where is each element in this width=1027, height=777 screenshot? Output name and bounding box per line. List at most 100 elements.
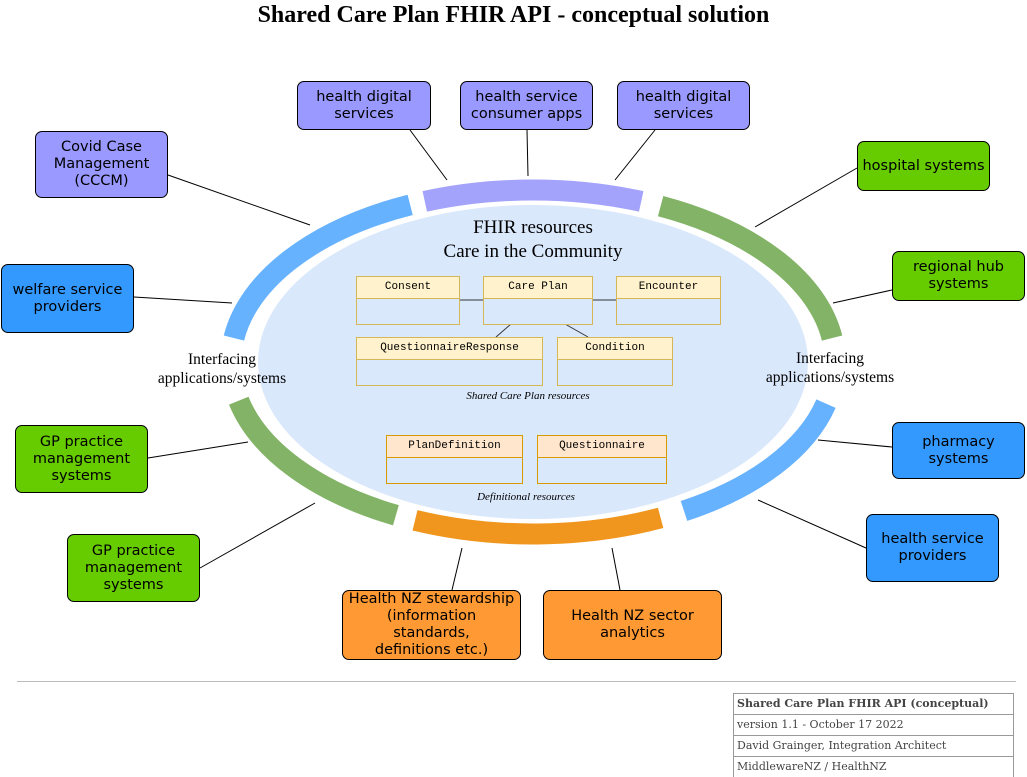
connector-line	[451, 547, 463, 591]
resource-name: Consent	[357, 277, 459, 299]
system-label-line: regional hub	[913, 259, 1004, 275]
interfacing-right-line1: Interfacing	[796, 350, 864, 367]
system-label-line: analytics	[600, 625, 665, 641]
resource-name: Condition	[558, 338, 672, 360]
footer-divider	[17, 681, 1016, 682]
footer-author: David Grainger, Integration Architect	[734, 735, 1013, 756]
connector-line	[526, 129, 529, 177]
resource-consent: Consent	[356, 276, 460, 325]
footer-title: Shared Care Plan FHIR API (conceptual)	[737, 697, 989, 710]
resource-questionnaire-response: QuestionnaireResponse	[356, 337, 543, 386]
system-label-line: (information standards,	[386, 608, 477, 641]
system-label: hospital systems	[862, 158, 984, 175]
system-label-line: GP practice	[39, 433, 124, 450]
system-label-line: Health NZ stewardship	[348, 591, 515, 607]
system-label-line: services	[653, 105, 714, 122]
definitional-resources-caption: Definitional resources	[477, 491, 575, 503]
connector-line	[409, 129, 448, 181]
arc-segment-left-lower	[229, 396, 399, 526]
arc-segment-bottom	[412, 507, 664, 545]
arc-segment-right-lower	[680, 399, 836, 521]
system-label-line: welfare service	[12, 281, 123, 298]
footer-organisation: MiddlewareNZ / HealthNZ	[734, 756, 1013, 777]
connector-line	[199, 502, 316, 569]
resource-care-plan: Care Plan	[483, 276, 593, 325]
arc-segment-top	[422, 179, 644, 212]
resource-condition: Condition	[557, 337, 673, 386]
arc-segment-right-upper	[657, 195, 843, 341]
system-label-line: health digital	[316, 88, 412, 105]
resource-name: Encounter	[617, 277, 720, 299]
interfacing-left-line2: applications/systems	[157, 370, 287, 387]
system-label-line: providers	[33, 298, 102, 315]
core-title: FHIR resources Care in the Community	[383, 216, 683, 264]
system-label-line: definitions etc.)	[374, 642, 489, 658]
system-label-line: systems	[928, 450, 989, 467]
system-label-line: systems	[928, 276, 989, 292]
footer-info-table: Shared Care Plan FHIR API (conceptual) v…	[733, 693, 1014, 777]
resource-name: PlanDefinition	[387, 436, 522, 458]
system-label-line: GP practice	[91, 542, 176, 559]
footer-version: version 1.1 - October 17 2022	[734, 714, 1013, 735]
system-label-line: consumer apps	[470, 105, 583, 122]
arc-segment-left-upper	[223, 194, 413, 341]
system-label-line: health service	[475, 88, 578, 105]
connector-line	[754, 167, 858, 228]
system-label-line: health digital	[635, 88, 732, 105]
system-label-line: Covid Case	[61, 139, 142, 155]
system-label-line: Health NZ sector	[571, 608, 694, 624]
shared-resources-caption: Shared Care Plan resources	[466, 390, 590, 402]
connector-line	[614, 129, 656, 181]
interfacing-left-line1: Interfacing	[188, 351, 256, 368]
system-label-line: management	[32, 450, 131, 467]
connector-line	[147, 441, 249, 459]
core-title-line1: FHIR resources	[473, 217, 593, 238]
system-label-line: (CCCM)	[74, 173, 129, 189]
connector-line	[757, 499, 867, 549]
system-label-line: providers	[898, 548, 967, 564]
system-label-line: pharmacy	[922, 433, 995, 450]
resource-name: Questionnaire	[538, 436, 666, 458]
system-box-stewardship: Health NZ stewardship(information standa…	[342, 590, 521, 660]
interfacing-label-right: Interfacing applications/systems	[740, 349, 920, 387]
system-label-line: hospital systems	[862, 157, 985, 174]
association-line	[495, 323, 512, 338]
resource-name: Care Plan	[484, 277, 592, 299]
interfacing-right-line2: applications/systems	[765, 369, 895, 386]
connector-line	[817, 439, 893, 448]
system-label-line: health service	[881, 531, 984, 547]
system-label-line: Management	[53, 156, 150, 172]
association-line	[564, 323, 589, 338]
diagram-title: Shared Care Plan FHIR API - conceptual s…	[257, 2, 770, 28]
system-box-hospital: hospital systems	[857, 141, 990, 191]
system-label: Health NZ stewardship(information standa…	[347, 591, 516, 659]
system-label-line: services	[334, 105, 394, 122]
connector-line	[832, 289, 893, 304]
resource-plan-definition: PlanDefinition	[386, 435, 523, 484]
connector-line	[611, 547, 621, 591]
system-label-line: management	[84, 559, 183, 576]
